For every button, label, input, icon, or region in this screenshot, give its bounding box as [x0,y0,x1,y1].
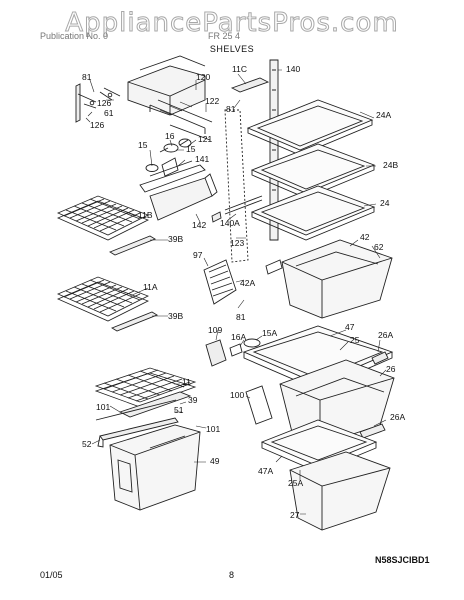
shelf-frame-39-51 [95,391,192,421]
fan-grille-97 [203,259,237,305]
callout-121: 121 [198,134,212,144]
crisper-drawer-27 [289,451,391,531]
callout-labels: 81 120 126 61 126 122 121 16 15 141 15 1… [82,64,405,520]
callout-81-b: 81 [226,104,236,114]
callout-81-a: 81 [82,72,92,82]
callout-81-c: 81 [236,312,246,322]
callout-11: 11 [182,377,191,387]
pan-62-42 [265,239,393,319]
callout-42A: 42A [240,278,255,288]
callout-122: 122 [205,96,219,106]
callout-126-a: 126 [97,98,111,108]
callout-47-a: 47 [345,322,355,332]
bracket-126 [75,83,121,123]
glass-shelf-24 [250,185,376,241]
callout-109: 109 [208,325,222,335]
callout-24: 24 [380,198,390,208]
callout-15-b: 15 [138,140,148,150]
callout-39B-a: 39B [168,234,183,244]
callout-11C: 11C [232,64,247,74]
callout-26: 26 [386,364,396,374]
leader-lines [85,69,387,515]
callout-24B: 24B [383,160,398,170]
footer-date: 01/05 [40,570,63,580]
callout-47A: 47A [258,466,273,476]
callout-27: 27 [290,510,300,520]
callout-120: 120 [196,72,210,82]
callout-15A: 15A [262,328,277,338]
pantry-cover-120 [127,55,206,116]
callout-24A: 24A [376,110,391,120]
trim-39B-upper [108,235,157,256]
wire-shelf-11A [56,276,149,322]
wire-shelf-11 [94,367,197,408]
callout-140A: 140A [220,218,240,228]
callout-61: 61 [104,108,114,118]
callout-16A: 16A [231,332,246,342]
wire-shelf-11B [56,195,149,241]
callout-141: 141 [195,154,209,164]
callout-42: 42 [360,232,370,242]
crisper-drawer-49 [109,424,201,511]
callout-100: 100 [230,390,244,400]
support-rod-140A [211,195,263,223]
callout-26A-a: 26A [378,330,393,340]
header-right: FR 25 4 [208,31,241,41]
drawer-front-142 [139,160,218,221]
callout-123: 123 [230,238,244,248]
callout-25A: 25A [288,478,303,488]
callout-11A: 11A [143,282,158,292]
callout-142: 142 [192,220,206,230]
callout-101-a: 101 [96,402,110,412]
trim-39B-lower [110,311,159,332]
callout-39: 39 [188,395,198,405]
header-left: Publication No. 0 [40,31,109,41]
callout-26A-b: 26A [390,412,405,422]
callout-62: 62 [374,242,384,252]
callout-39B-b: 39B [168,311,183,321]
footer-page: 8 [229,570,235,580]
callout-101-b: 101 [206,424,220,434]
drawer-support-52 [97,417,179,448]
shelf-bracket-11C [230,77,270,93]
callout-140: 140 [286,64,300,74]
callout-11B: 11B [138,210,153,220]
callout-16: 16 [165,131,175,141]
callout-126-b: 126 [90,120,104,130]
diagram-code: N58SJCIBD1 [375,555,430,565]
callout-25: 25 [350,335,360,345]
drawer-side-100 [245,385,273,425]
humidity-control-109-16A [205,338,261,367]
pantry-rails-122 [149,99,213,141]
section-title: SHELVES [209,44,255,54]
glass-shelf-24B [250,143,376,199]
callout-52: 52 [82,439,92,449]
callout-51: 51 [174,405,184,415]
callout-97: 97 [193,250,203,260]
callout-49: 49 [210,456,220,466]
slide-rail-26A [359,351,389,439]
callout-15-a: 15 [186,144,196,154]
crisper-cover-25A [260,419,378,473]
watermark: AppliancePartsPros.com [65,8,399,39]
shelf-ladder-140 [224,59,279,263]
